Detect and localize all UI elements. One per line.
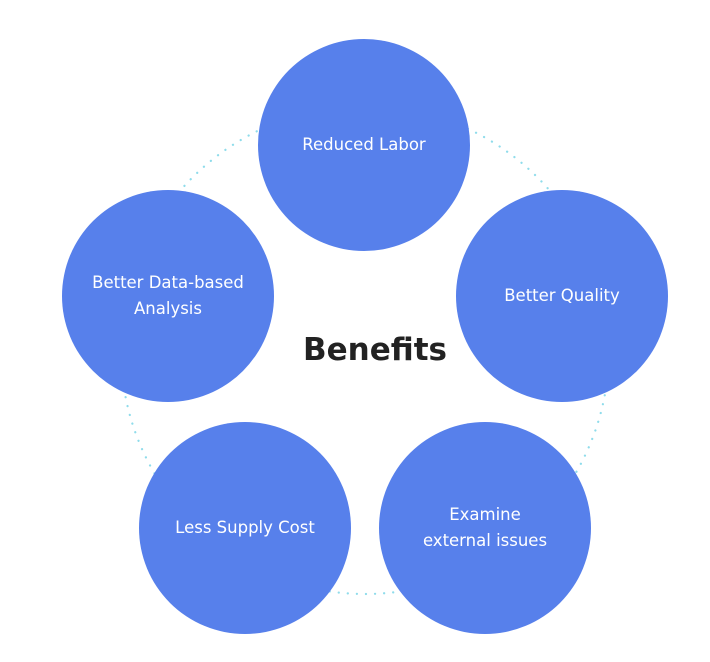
- node-better-quality: Better Quality: [456, 190, 668, 402]
- center-title: Benefits: [303, 332, 447, 368]
- node-less-supply-cost: Less Supply Cost: [139, 422, 351, 634]
- node-label: Better Quality: [504, 286, 620, 305]
- node-better-data-based-analysis: Better Data-based Analysis: [62, 190, 274, 402]
- node-label: Less Supply Cost: [175, 518, 315, 537]
- node-label: Better Data-based Analysis: [92, 273, 244, 318]
- node-label: Examine external issues: [422, 505, 548, 550]
- node-examine-external-issues: Examine external issues: [379, 422, 591, 634]
- node-reduced-labor: Reduced Labor: [258, 39, 470, 251]
- node-label: Reduced Labor: [302, 135, 426, 154]
